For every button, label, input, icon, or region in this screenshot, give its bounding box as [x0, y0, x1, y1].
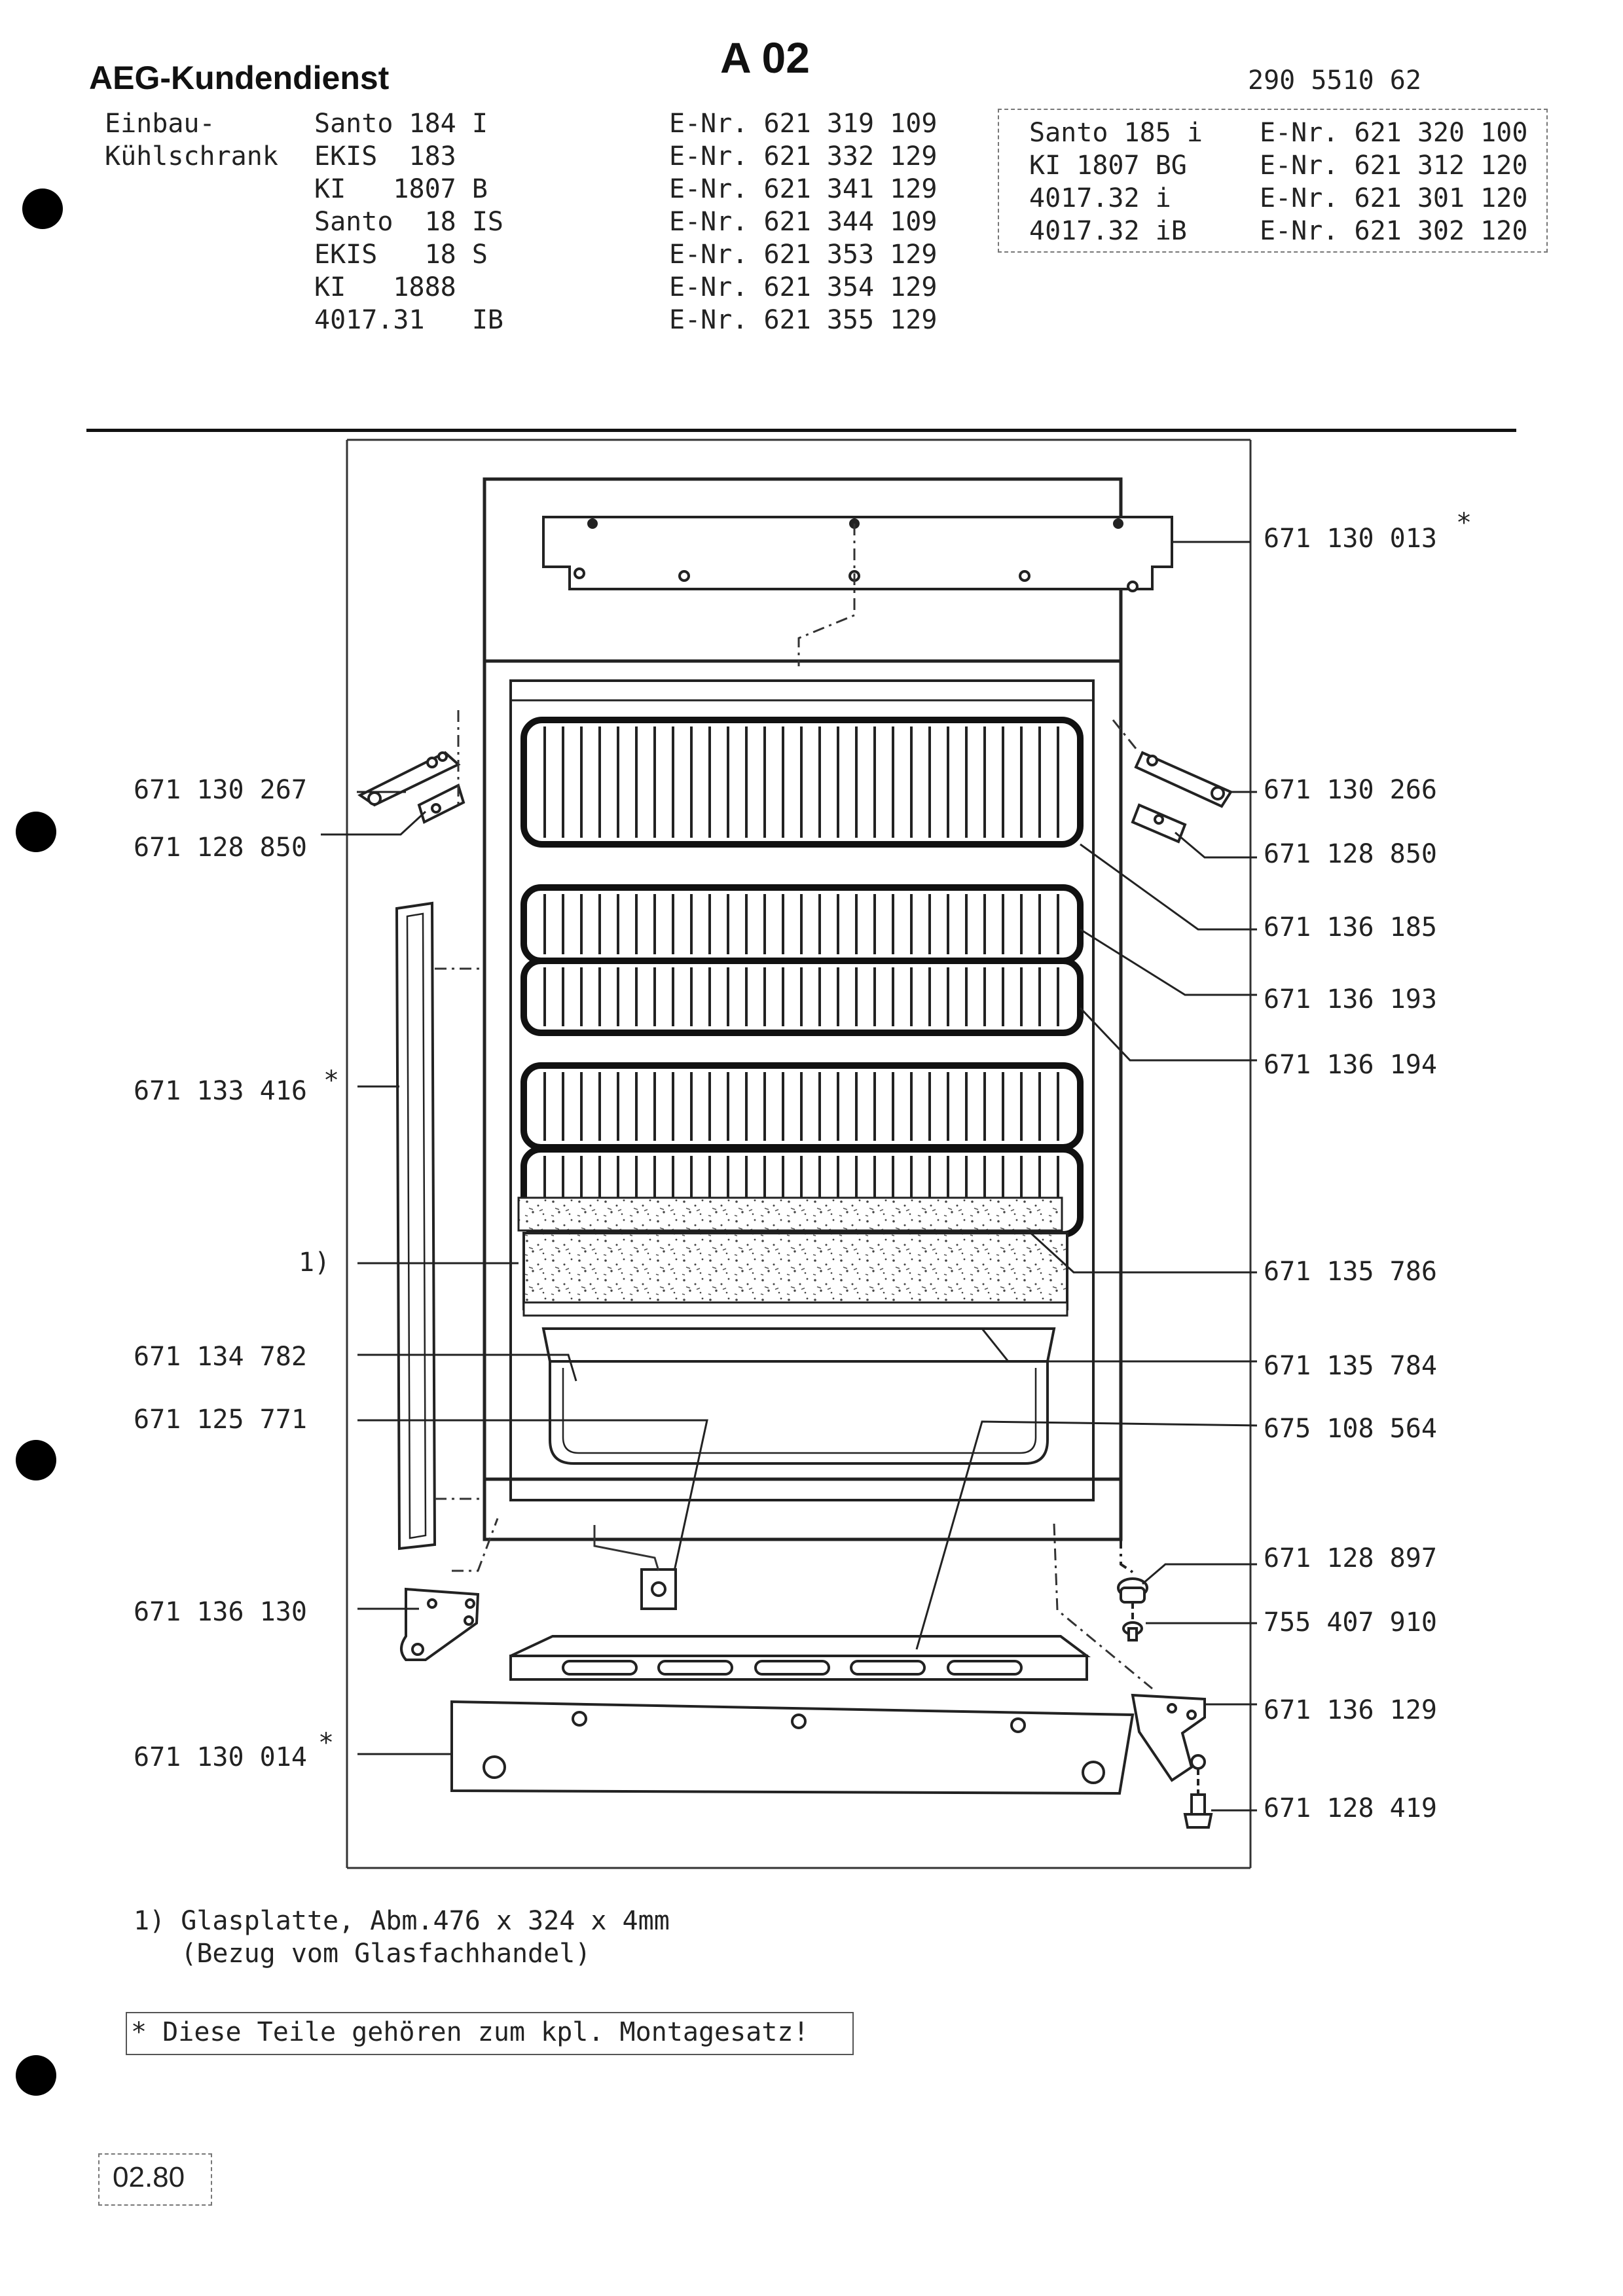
label-hinge-lower-left: 671 136 130: [134, 1597, 307, 1627]
label-grille: 675 108 564: [1264, 1414, 1437, 1444]
model-left-3: KI 1807 B: [314, 174, 488, 204]
enr-left-2: E-Nr. 621 332 129: [669, 141, 938, 171]
punch-hole-4: [16, 2055, 56, 2096]
glass-plate: [517, 1196, 1063, 1232]
label-bottom-bar-star: *: [318, 1728, 335, 1758]
glass-note-line-2: (Bezug vom Glasfachhandel): [134, 1939, 591, 1969]
enr-right-2: E-Nr. 621 312 120: [1260, 151, 1528, 181]
label-gasket: 671 133 416: [134, 1076, 307, 1106]
grille-plate: [509, 1635, 1091, 1681]
enr-left-6: E-Nr. 621 354 129: [669, 272, 938, 302]
category-line-1: Einbau-: [105, 109, 215, 139]
label-screw: 755 407 910: [1264, 1607, 1437, 1638]
category-line-2: Kühlschrank: [105, 141, 278, 171]
page-id: A 02: [720, 33, 810, 82]
label-bolt: 671 128 419: [1264, 1793, 1437, 1823]
adjustable-foot: [1117, 1539, 1148, 1641]
label-gasket-star: *: [323, 1066, 340, 1096]
enr-left-1: E-Nr. 621 319 109: [669, 109, 938, 139]
lower-left-hinge: [400, 1587, 480, 1661]
enr-left-7: E-Nr. 621 355 129: [669, 305, 938, 335]
center-bracket: [640, 1568, 677, 1610]
right-model-box: [998, 109, 1548, 253]
label-bottom-bar: 671 130 014: [134, 1742, 307, 1772]
shelf-bars: [543, 726, 1059, 1228]
label-hinge-upper-left: 671 130 267: [134, 775, 307, 805]
label-top-bar-star: *: [1456, 508, 1472, 538]
leader-lines: [321, 541, 1258, 1812]
doc-number: 290 5510 62: [1248, 65, 1421, 96]
model-left-5: EKIS 18 S: [314, 240, 488, 270]
header-rule: [86, 429, 1516, 432]
enr-right-4: E-Nr. 621 302 120: [1260, 216, 1528, 246]
model-right-1: Santo 185 i: [1029, 118, 1203, 148]
model-left-4: Santo 18 IS: [314, 207, 503, 237]
label-shelf-2: 671 136 193: [1264, 984, 1437, 1014]
glass-frame: [522, 1232, 1068, 1310]
assembly-note-box: [126, 2012, 854, 2055]
label-foot: 671 128 897: [1264, 1543, 1437, 1573]
label-shelf-1: 671 136 185: [1264, 912, 1437, 942]
model-right-4: 4017.32 iB: [1029, 216, 1187, 246]
upper-right-hinge: [1131, 751, 1233, 844]
punch-hole-2: [16, 812, 56, 852]
label-pin-upper-left: 671 128 850: [134, 833, 307, 863]
label-glass-ref: 1): [299, 1247, 331, 1278]
punch-hole-1: [22, 188, 63, 229]
enr-right-1: E-Nr. 621 320 100: [1260, 118, 1528, 148]
model-left-1: Santo 184 I: [314, 109, 488, 139]
model-right-3: 4017.32 i: [1029, 183, 1171, 213]
label-crisper-cover: 671 135 784: [1264, 1351, 1437, 1381]
date-stamp: 02.80: [113, 2161, 185, 2193]
date-box: [98, 2153, 212, 2206]
glass-note-line-1: 1) Glasplatte, Abm.476 x 324 x 4mm: [134, 1906, 670, 1936]
bolt: [1183, 1768, 1213, 1829]
model-left-2: EKIS 183: [314, 141, 456, 171]
label-crisper: 671 125 771: [134, 1405, 307, 1435]
label-pin-upper-right: 671 128 850: [1264, 839, 1437, 869]
label-glass-frame: 671 135 786: [1264, 1257, 1437, 1287]
label-crisper-left: 671 134 782: [134, 1342, 307, 1372]
punch-hole-3: [16, 1440, 56, 1480]
label-hinge-upper-right: 671 130 266: [1264, 775, 1437, 805]
lower-right-hinge: [1131, 1693, 1206, 1782]
enr-left-3: E-Nr. 621 341 129: [669, 174, 938, 204]
assembly-note: * Diese Teile gehören zum kpl. Montagesa…: [131, 2017, 809, 2047]
model-right-2: KI 1807 BG: [1029, 151, 1187, 181]
bottom-bar: [450, 1700, 1135, 1795]
upper-left-hinge: [357, 751, 465, 824]
label-shelf-3: 671 136 194: [1264, 1050, 1437, 1080]
crisper-drawer: [541, 1327, 1056, 1465]
model-left-7: 4017.31 IB: [314, 305, 503, 335]
top-bar: [542, 516, 1173, 592]
door-gasket: [395, 901, 437, 1551]
brand-title: AEG-Kundendienst: [89, 60, 390, 96]
cabinet-body: [483, 477, 1123, 1541]
enr-left-4: E-Nr. 621 344 109: [669, 207, 938, 237]
label-hinge-lower-right: 671 136 129: [1264, 1695, 1437, 1725]
enr-left-5: E-Nr. 621 353 129: [669, 240, 938, 270]
enr-right-3: E-Nr. 621 301 120: [1260, 183, 1528, 213]
label-top-bar: 671 130 013: [1264, 524, 1437, 554]
shelf-group: [520, 717, 1084, 1238]
diagram-frame: [346, 439, 1252, 1869]
model-left-6: KI 1888: [314, 272, 456, 302]
